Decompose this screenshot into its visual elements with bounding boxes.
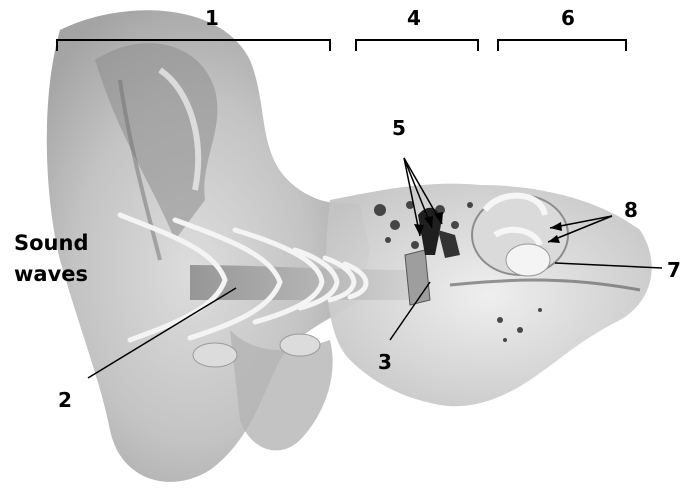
cochlea-shape xyxy=(506,244,550,276)
eardrum-shape xyxy=(405,250,430,305)
label-2: 2 xyxy=(58,390,72,410)
label-5: 5 xyxy=(392,118,406,138)
label-8: 8 xyxy=(624,200,638,220)
label-3: 3 xyxy=(378,352,392,372)
label-7: 7 xyxy=(667,260,681,280)
bracket-middle-ear xyxy=(356,40,478,51)
label-4: 4 xyxy=(407,8,421,28)
label-6: 6 xyxy=(561,8,575,28)
cartilage-nub xyxy=(193,343,237,367)
label-1: 1 xyxy=(205,8,219,28)
cartilage-nub xyxy=(280,334,320,356)
sound-waves-label: Sound waves xyxy=(14,228,88,290)
bracket-inner-ear xyxy=(498,40,626,51)
